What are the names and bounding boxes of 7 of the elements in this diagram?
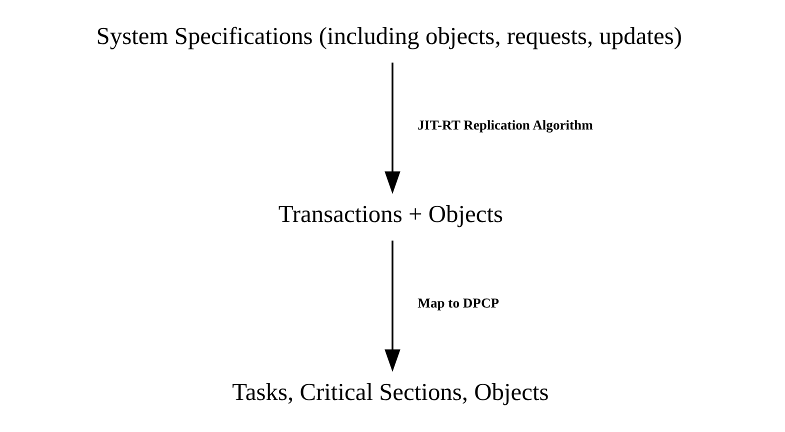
node-text: System Specifications (including objects, requests, updates) bbox=[96, 22, 682, 50]
edge-label: JIT-RT Replication Algorithm bbox=[418, 118, 593, 133]
arrow bbox=[384, 62, 400, 194]
node-text: Transactions + Objects bbox=[278, 200, 504, 228]
edge-label: Map to DPCP bbox=[418, 296, 500, 311]
arrow bbox=[384, 240, 400, 372]
node-text: Tasks, Critical Sections, Objects bbox=[232, 378, 549, 406]
